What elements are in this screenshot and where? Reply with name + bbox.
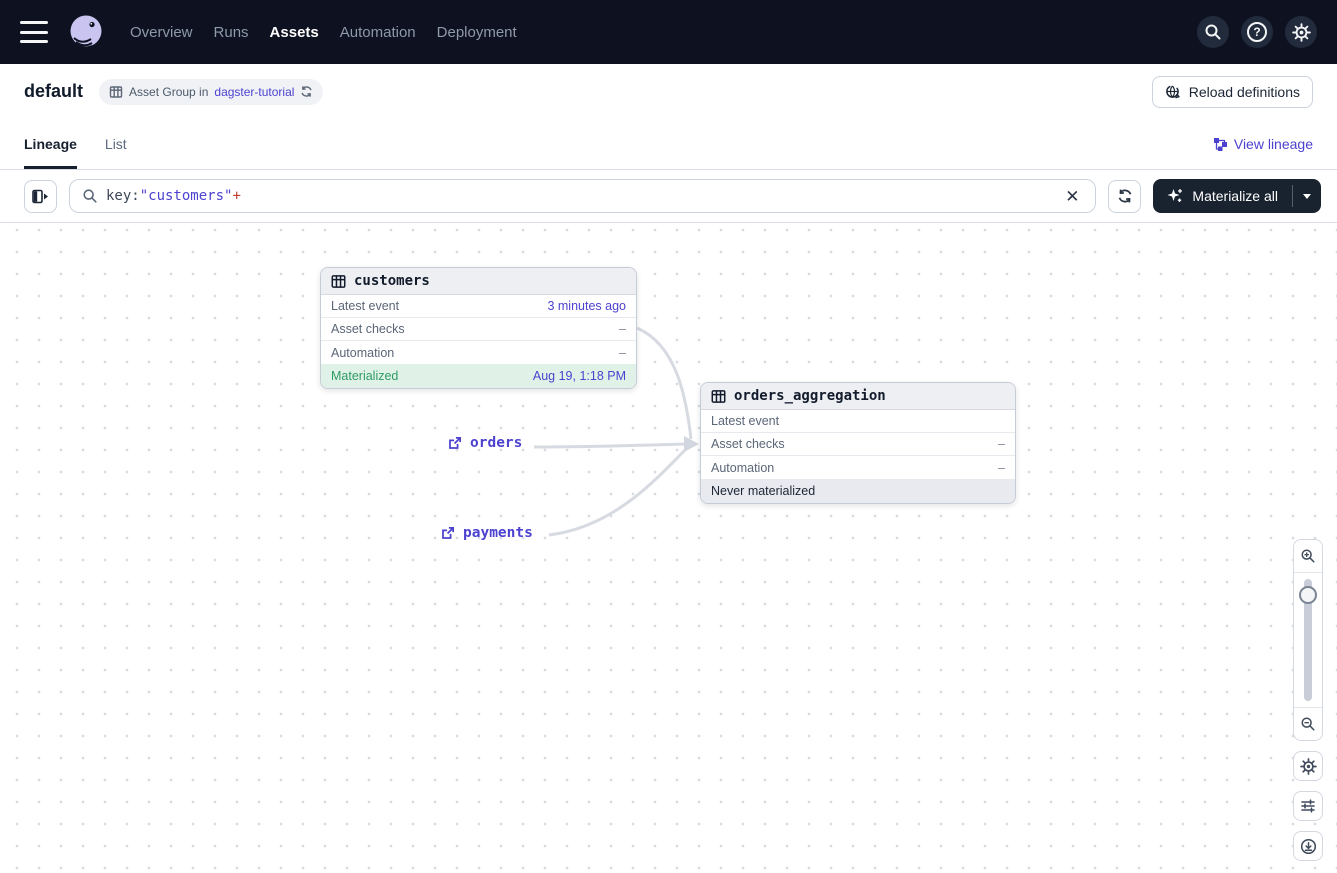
nav-overview[interactable]: Overview [130, 23, 193, 41]
view-lineage-label: View lineage [1233, 136, 1313, 152]
chevron-down-icon [1303, 193, 1311, 199]
download-circle-icon [1300, 838, 1316, 854]
asset-node-header: customers [321, 268, 636, 295]
page-title: default [24, 81, 84, 101]
asset-group-icon [109, 85, 123, 98]
asset-group-badge: Asset Group in dagster-tutorial [99, 78, 324, 105]
zoom-slider[interactable] [1294, 573, 1322, 707]
nav-automation[interactable]: Automation [339, 23, 416, 41]
reload-icon [1165, 84, 1180, 98]
materialize-all-label: Materialize all [1192, 188, 1278, 204]
tab-list[interactable]: List [104, 136, 127, 152]
external-link-icon [449, 436, 462, 449]
gear-icon [1291, 22, 1311, 42]
clear-filter-button[interactable]: ✕ [1059, 183, 1085, 209]
button-divider [1292, 185, 1293, 207]
status-badge: Never materialized [711, 484, 816, 498]
external-asset-payments[interactable]: payments [441, 525, 533, 541]
primary-nav: Overview Runs Assets Automation Deployme… [130, 24, 517, 41]
asset-row-asset-checks: Asset checks – [321, 318, 636, 341]
external-asset-label: orders [470, 435, 523, 451]
zoom-slider-handle[interactable] [1299, 586, 1317, 604]
help-button[interactable]: ? [1241, 16, 1273, 48]
refresh-icon [1118, 189, 1132, 203]
materialization-timestamp-link[interactable]: Aug 19, 1:18 PM [532, 369, 626, 383]
sliders-icon [1301, 799, 1315, 813]
dagster-logo[interactable] [66, 12, 106, 52]
edge-arrowhead [684, 436, 699, 452]
status-badge: Materialized [331, 369, 399, 383]
help-icon: ? [1247, 22, 1267, 42]
nav-assets[interactable]: Assets [269, 23, 319, 41]
gear-icon [1299, 757, 1317, 775]
zoom-in-button[interactable] [1294, 540, 1322, 573]
asset-node-header: orders_aggregation [701, 383, 1015, 410]
latest-event-link[interactable]: 3 minutes ago [547, 299, 626, 313]
asset-status-row: Never materialized [701, 479, 1015, 503]
materialize-all-button-group: Materialize all [1153, 179, 1321, 213]
graph-filters-button[interactable] [1293, 791, 1323, 821]
table-asset-icon [711, 389, 726, 403]
nav-deployment[interactable]: Deployment [436, 23, 517, 41]
top-nav: Overview Runs Assets Automation Deployme… [0, 0, 1337, 64]
badge-prefix: Asset Group in [129, 84, 209, 99]
reload-definitions-button[interactable]: Reload definitions [1151, 75, 1313, 108]
zoom-control [1293, 539, 1323, 741]
asset-row-latest-event: Latest event [701, 410, 1015, 433]
asset-name: customers [354, 273, 430, 289]
view-lineage-link[interactable]: View lineage [1213, 119, 1313, 169]
asset-node-customers[interactable]: customers Latest event 3 minutes ago Ass… [320, 267, 637, 389]
asset-row-automation: Automation – [711, 460, 1005, 475]
tab-lineage[interactable]: Lineage [24, 119, 77, 169]
asset-node-orders-aggregation[interactable]: orders_aggregation Latest event Asset ch… [700, 382, 1016, 504]
external-asset-orders[interactable]: orders [448, 435, 522, 451]
search-icon [83, 189, 97, 203]
asset-row-asset-checks: Asset checks – [701, 433, 1015, 456]
nav-runs[interactable]: Runs [213, 23, 249, 41]
lineage-toolbar: key:"customers"+ ✕ Materialize all [0, 170, 1337, 223]
lineage-graph-canvas[interactable]: customers Latest event 3 minutes ago Ass… [0, 223, 1337, 873]
external-link-icon [442, 526, 455, 539]
page-header: default Asset Group in dagster-tutorial … [0, 64, 1337, 119]
zoom-slider-track[interactable] [1304, 579, 1312, 701]
refresh-icon[interactable] [300, 85, 313, 98]
zoom-out-button[interactable] [1294, 707, 1322, 740]
asset-filter-input[interactable]: key:"customers"+ ✕ [69, 179, 1097, 213]
materialize-options-button[interactable] [1293, 179, 1321, 213]
zoom-out-icon [1301, 717, 1315, 731]
lineage-edges [533, 326, 699, 537]
reload-definitions-label: Reload definitions [1188, 83, 1300, 100]
zoom-in-icon [1301, 549, 1315, 563]
search-button[interactable] [1197, 16, 1229, 48]
filter-query-text: key:"customers"+ [106, 188, 241, 204]
asset-name: orders_aggregation [734, 388, 886, 404]
toggle-sidebar-button[interactable] [24, 179, 57, 213]
materialize-all-button[interactable]: Materialize all [1153, 179, 1292, 213]
asset-row-automation: Automation – [331, 345, 626, 360]
asset-row-latest-event: Latest event 3 minutes ago [321, 295, 636, 318]
graph-settings-button[interactable] [1293, 751, 1323, 781]
recenter-graph-button[interactable] [1293, 831, 1323, 861]
tabs-row: Lineage List View lineage [0, 119, 1337, 170]
table-asset-icon [331, 274, 346, 288]
refresh-graph-button[interactable] [1108, 179, 1142, 213]
settings-button[interactable] [1285, 16, 1317, 48]
code-location-link[interactable]: dagster-tutorial [214, 84, 295, 99]
lineage-graph-icon [1213, 137, 1227, 151]
asset-status-row: Materialized Aug 19, 1:18 PM [321, 364, 636, 388]
sparkle-icon [1167, 189, 1183, 202]
panel-expand-icon [32, 189, 48, 203]
hamburger-menu-icon[interactable] [20, 21, 48, 43]
search-icon [1205, 24, 1221, 40]
external-asset-label: payments [463, 525, 533, 541]
